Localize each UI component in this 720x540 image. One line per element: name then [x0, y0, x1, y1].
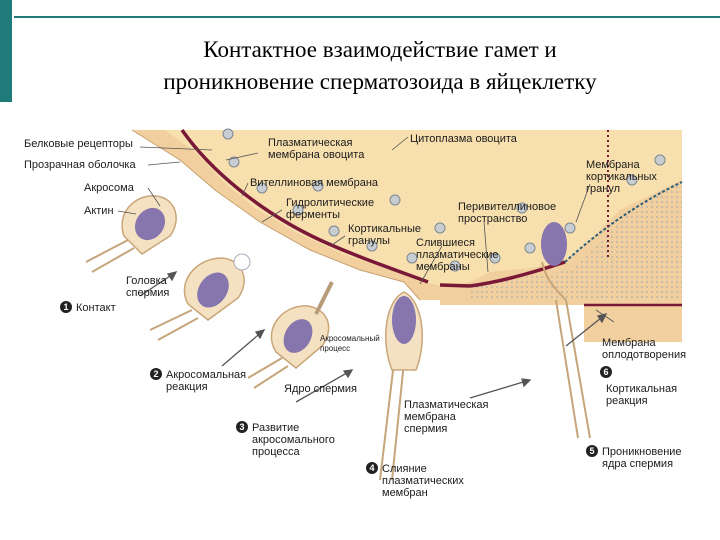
label-fused-2: плазматические — [416, 249, 498, 261]
stage-3-line-1: Развитие — [252, 422, 299, 434]
sperm-stage-1 — [85, 195, 177, 273]
sperm-stage-2 — [149, 253, 251, 341]
label-cortical-membrane-1: Мембрана — [586, 159, 640, 171]
label-fertilization-membrane-2: оплодотворения — [602, 349, 686, 361]
label-hydrolytic-2: ферменты — [286, 209, 340, 221]
label-acrosomal-process-1: Акросомальный — [320, 334, 380, 343]
stage-2: 2 Акросомальная реакция — [150, 368, 246, 393]
cortical-granule-membrane — [564, 181, 683, 263]
label-actin: Актин — [84, 205, 114, 217]
title-line-2: проникновение сперматозоида в яйцеклетку — [163, 69, 597, 94]
stage-4-line-2: плазматических — [382, 475, 464, 487]
stage-arrows — [139, 271, 608, 403]
label-oocyte-cytoplasm: Цитоплазма овоцита — [410, 133, 518, 145]
stage-2-line-2: реакция — [166, 381, 208, 393]
label-acrosome: Акросома — [84, 182, 135, 194]
label-fertilization-membrane-1: Мембрана — [602, 337, 656, 349]
label-sperm-membrane-3: спермия — [404, 423, 447, 435]
stage-6: 6 Кортикальная реакция — [600, 366, 677, 407]
label-fused-3: мембраны — [416, 261, 470, 273]
accent-bar — [0, 0, 12, 102]
label-zona-pellucida: Прозрачная оболочка — [24, 159, 136, 171]
label-cortical-granules-2: гранулы — [348, 235, 390, 247]
stage-5: 5 Проникновение ядра спермия — [586, 445, 682, 470]
label-fused-1: Слившиеся — [416, 237, 475, 249]
title-line-1: Контактное взаимодействие гамет и — [203, 37, 557, 62]
zona-outline — [131, 129, 421, 301]
label-oocyte-membrane-1: Плазматическая — [268, 137, 353, 149]
oocyte-plasma-membrane — [180, 128, 429, 284]
leader-lines — [117, 136, 615, 323]
stage-3-line-3: процесса — [252, 446, 300, 458]
stage-1-line-1: Контакт — [76, 302, 116, 314]
oocyte-plasma-membrane-2 — [439, 283, 471, 288]
stage-5-number: 5 — [589, 446, 594, 456]
label-perivitelline-2: пространство — [458, 213, 527, 225]
label-perivitelline-1: Перивителлиновое — [458, 201, 556, 213]
label-cortical-granules-1: Кортикальные — [348, 223, 421, 235]
stage-1-number: 1 — [63, 302, 68, 312]
stage-6-line-2: реакция — [606, 395, 648, 407]
stage-2-line-1: Акросомальная — [166, 369, 246, 381]
stage-3: 3 Развитие акросомального процесса — [236, 421, 335, 458]
stage-6-line-1: Кортикальная — [606, 383, 677, 395]
stage-4: 4 Слияние плазматических мембран — [366, 462, 464, 499]
sperm-stage-4 — [379, 291, 423, 481]
label-cortical-membrane-3: гранул — [586, 183, 620, 195]
stage-6-number: 6 — [603, 367, 608, 377]
sperm-stage-5 — [541, 222, 591, 439]
label-vitelline-membrane: Вителлиновая мембрана — [250, 177, 379, 189]
stage-5-line-2: ядра спермия — [602, 458, 673, 470]
top-rule — [14, 16, 720, 18]
stage-4-line-1: Слияние — [382, 463, 427, 475]
stage-3-number: 3 — [239, 422, 244, 432]
label-sperm-membrane-1: Плазматическая — [404, 399, 489, 411]
label-protein-receptors: Белковые рецепторы — [24, 138, 133, 150]
stage-5-line-1: Проникновение — [602, 446, 682, 458]
label-hydrolytic-1: Гидролитические — [286, 197, 374, 209]
label-sperm-nucleus: Ядро спермия — [284, 383, 357, 395]
label-oocyte-membrane-2: мембрана овоцита — [268, 149, 365, 161]
label-cortical-membrane-2: кортикальных — [586, 171, 657, 183]
stage-2-number: 2 — [153, 369, 158, 379]
label-acrosomal-process-2: процесс — [320, 344, 350, 353]
sperm-stage-3 — [247, 281, 334, 389]
cortical-granules — [222, 128, 666, 272]
stage-4-line-3: мембран — [382, 487, 428, 499]
stage-1: 1 Контакт — [60, 301, 116, 314]
slide-title: Контактное взаимодействие гамет и проник… — [40, 34, 720, 98]
label-sperm-head-2: спермия — [126, 287, 169, 299]
perivitelline-space — [470, 180, 682, 300]
stage-3-line-2: акросомального — [252, 434, 335, 446]
label-sperm-head-1: Головка — [126, 275, 168, 287]
label-sperm-membrane-2: мембрана — [404, 411, 457, 423]
stage-4-number: 4 — [369, 463, 374, 473]
